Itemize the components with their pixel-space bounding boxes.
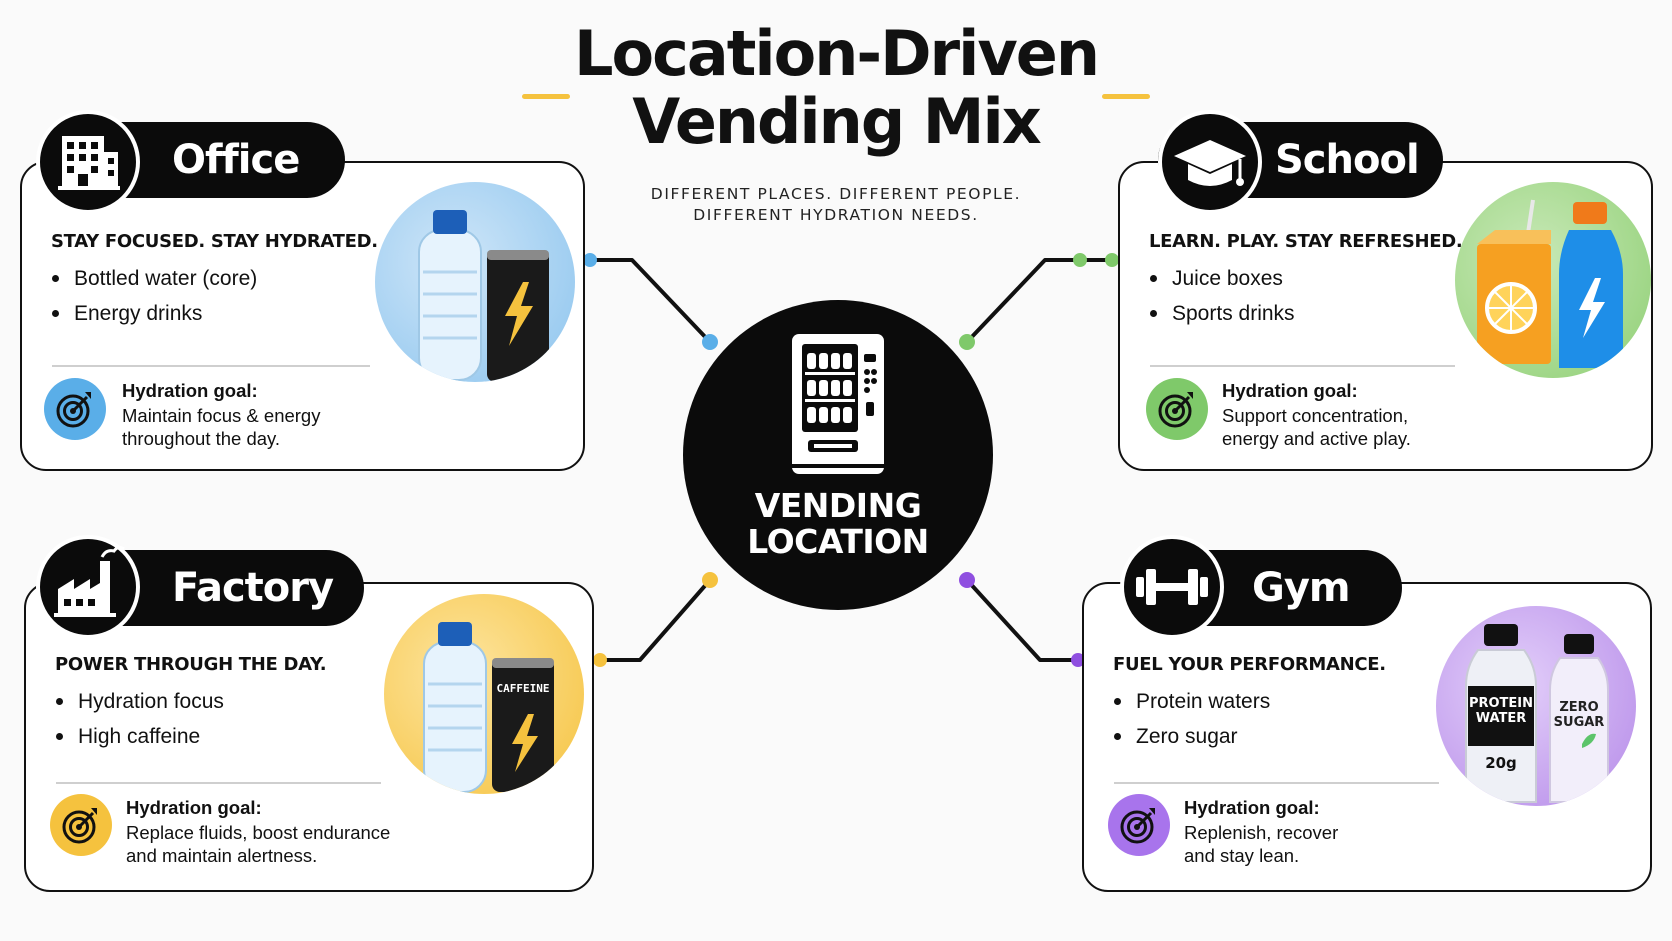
school-goal-text: Support concentration, energy and active… (1222, 404, 1411, 450)
factory-title: Factory (172, 565, 334, 611)
connector-factory (598, 578, 712, 662)
list-item: Zero sugar (1112, 719, 1270, 754)
connector-school (965, 258, 1114, 344)
vending-machine-icon (792, 334, 884, 474)
school-tagline: LEARN. PLAY. STAY REFRESHED. (1149, 231, 1463, 252)
office-building-icon (58, 136, 120, 190)
water-bottle-icon (418, 229, 482, 381)
school-divider (1150, 365, 1455, 367)
connector-dot-school-c (1105, 253, 1119, 267)
gym-goal-line-1: Replenish, recover (1184, 822, 1339, 843)
school-card: LEARN. PLAY. STAY REFRESHED. Juice boxes… (1118, 161, 1653, 471)
protein-water-label-line-1: PROTEIN (1468, 696, 1534, 711)
gym-goal-text: Replenish, recover and stay lean. (1184, 821, 1338, 867)
can-label: CAFFEINE (496, 682, 550, 695)
list-item: Sports drinks (1148, 296, 1295, 331)
factory-tagline: POWER THROUGH THE DAY. (55, 654, 327, 675)
gym-goal-heading: Hydration goal: (1184, 797, 1320, 818)
connector-dot-office-a (583, 253, 597, 267)
zero-sugar-bottle-icon (1549, 657, 1609, 803)
protein-water-label-line-2: WATER (1475, 711, 1527, 726)
school-goal-line-1: Support concentration, (1222, 405, 1409, 426)
connector-office (588, 258, 712, 344)
office-title: Office (172, 137, 300, 183)
connector-dot-school-b (1073, 253, 1087, 267)
target-icon (44, 378, 106, 440)
hub-label-line-1: VENDING (754, 486, 922, 525)
title-accent-left (522, 94, 570, 99)
page-subtitle: DIFFERENT PLACES. DIFFERENT PEOPLE. DIFF… (0, 184, 1672, 226)
factory-divider (56, 782, 381, 784)
connector-dot-factory-a (702, 572, 718, 588)
connector-dot-factory-b (593, 653, 607, 667)
water-bottle-icon (423, 641, 487, 793)
gym-drink-list: Protein waters Zero sugar (1112, 684, 1270, 754)
target-icon (1146, 378, 1208, 440)
school-drink-list: Juice boxes Sports drinks (1148, 261, 1295, 331)
gym-drinks-photo: PROTEIN WATER 20g ZERO SUGAR (1436, 606, 1636, 806)
school-drinks-photo (1455, 182, 1651, 378)
vending-location-hub: VENDING LOCATION (683, 300, 993, 610)
protein-amount-label: 20g (1485, 754, 1517, 772)
factory-goal-heading: Hydration goal: (126, 797, 262, 818)
office-card: STAY FOCUSED. STAY HYDRATED. Bottled wat… (20, 161, 585, 471)
subtitle-line-2: DIFFERENT HYDRATION NEEDS. (693, 206, 979, 224)
office-badge (36, 110, 140, 214)
connector-dot-school-a (959, 334, 975, 350)
factory-drink-list: Hydration focus High caffeine (54, 684, 224, 754)
connector-gym (965, 578, 1080, 662)
connector-dot-gym-a (959, 572, 975, 588)
title-line-2: Vending Mix (632, 85, 1041, 158)
factory-goal-line-2: and maintain alertness. (126, 845, 318, 866)
office-goal-text: Maintain focus & energy throughout the d… (122, 404, 320, 450)
factory-goal-line-1: Replace fluids, boost endurance (126, 822, 391, 843)
target-icon (50, 794, 112, 856)
connector-dot-office-b (702, 334, 718, 350)
title-accent-right (1102, 94, 1150, 99)
office-goal-line-2: throughout the day. (122, 428, 281, 449)
factory-badge (36, 535, 140, 639)
list-item: High caffeine (54, 719, 224, 754)
dumbbell-icon (1136, 569, 1208, 605)
gym-divider (1114, 782, 1439, 784)
list-item: Hydration focus (54, 684, 224, 719)
list-item: Bottled water (core) (50, 261, 257, 296)
target-icon (1108, 794, 1170, 856)
list-item: Protein waters (1112, 684, 1270, 719)
subtitle-line-1: DIFFERENT PLACES. DIFFERENT PEOPLE. (650, 185, 1022, 203)
factory-drinks-photo: CAFFEINE (384, 594, 584, 794)
title-line-1: Location-Driven (574, 17, 1100, 90)
page-title: Location-Driven Vending Mix (0, 20, 1672, 156)
hub-label: VENDING LOCATION (683, 488, 993, 560)
zero-sugar-label: ZERO SUGAR (1550, 700, 1608, 730)
office-drinks-photo (375, 182, 575, 382)
gym-goal-line-2: and stay lean. (1184, 845, 1300, 866)
school-title: School (1275, 137, 1420, 183)
factory-icon (54, 545, 125, 617)
factory-goal-text: Replace fluids, boost endurance and main… (126, 821, 390, 867)
protein-water-label: PROTEIN WATER (1468, 696, 1534, 726)
connector-dot-gym-b (1071, 653, 1085, 667)
school-badge (1158, 110, 1262, 214)
gym-badge (1120, 535, 1224, 639)
list-item: Energy drinks (50, 296, 257, 331)
factory-card: POWER THROUGH THE DAY. Hydration focus H… (24, 582, 594, 892)
school-goal-line-2: energy and active play. (1222, 428, 1411, 449)
office-goal-line-1: Maintain focus & energy (122, 405, 321, 426)
gym-title: Gym (1252, 565, 1351, 611)
office-drink-list: Bottled water (core) Energy drinks (50, 261, 257, 331)
gym-tagline: FUEL YOUR PERFORMANCE. (1113, 654, 1386, 675)
zero-sugar-label-line-1: ZERO (1559, 700, 1599, 715)
office-goal-heading: Hydration goal: (122, 380, 258, 401)
office-divider (52, 365, 370, 367)
office-tagline: STAY FOCUSED. STAY HYDRATED. (51, 231, 378, 252)
list-item: Juice boxes (1148, 261, 1295, 296)
graduation-cap-icon (1174, 140, 1246, 186)
school-goal-heading: Hydration goal: (1222, 380, 1358, 401)
hub-label-line-2: LOCATION (747, 522, 929, 561)
zero-sugar-label-line-2: SUGAR (1553, 715, 1605, 730)
